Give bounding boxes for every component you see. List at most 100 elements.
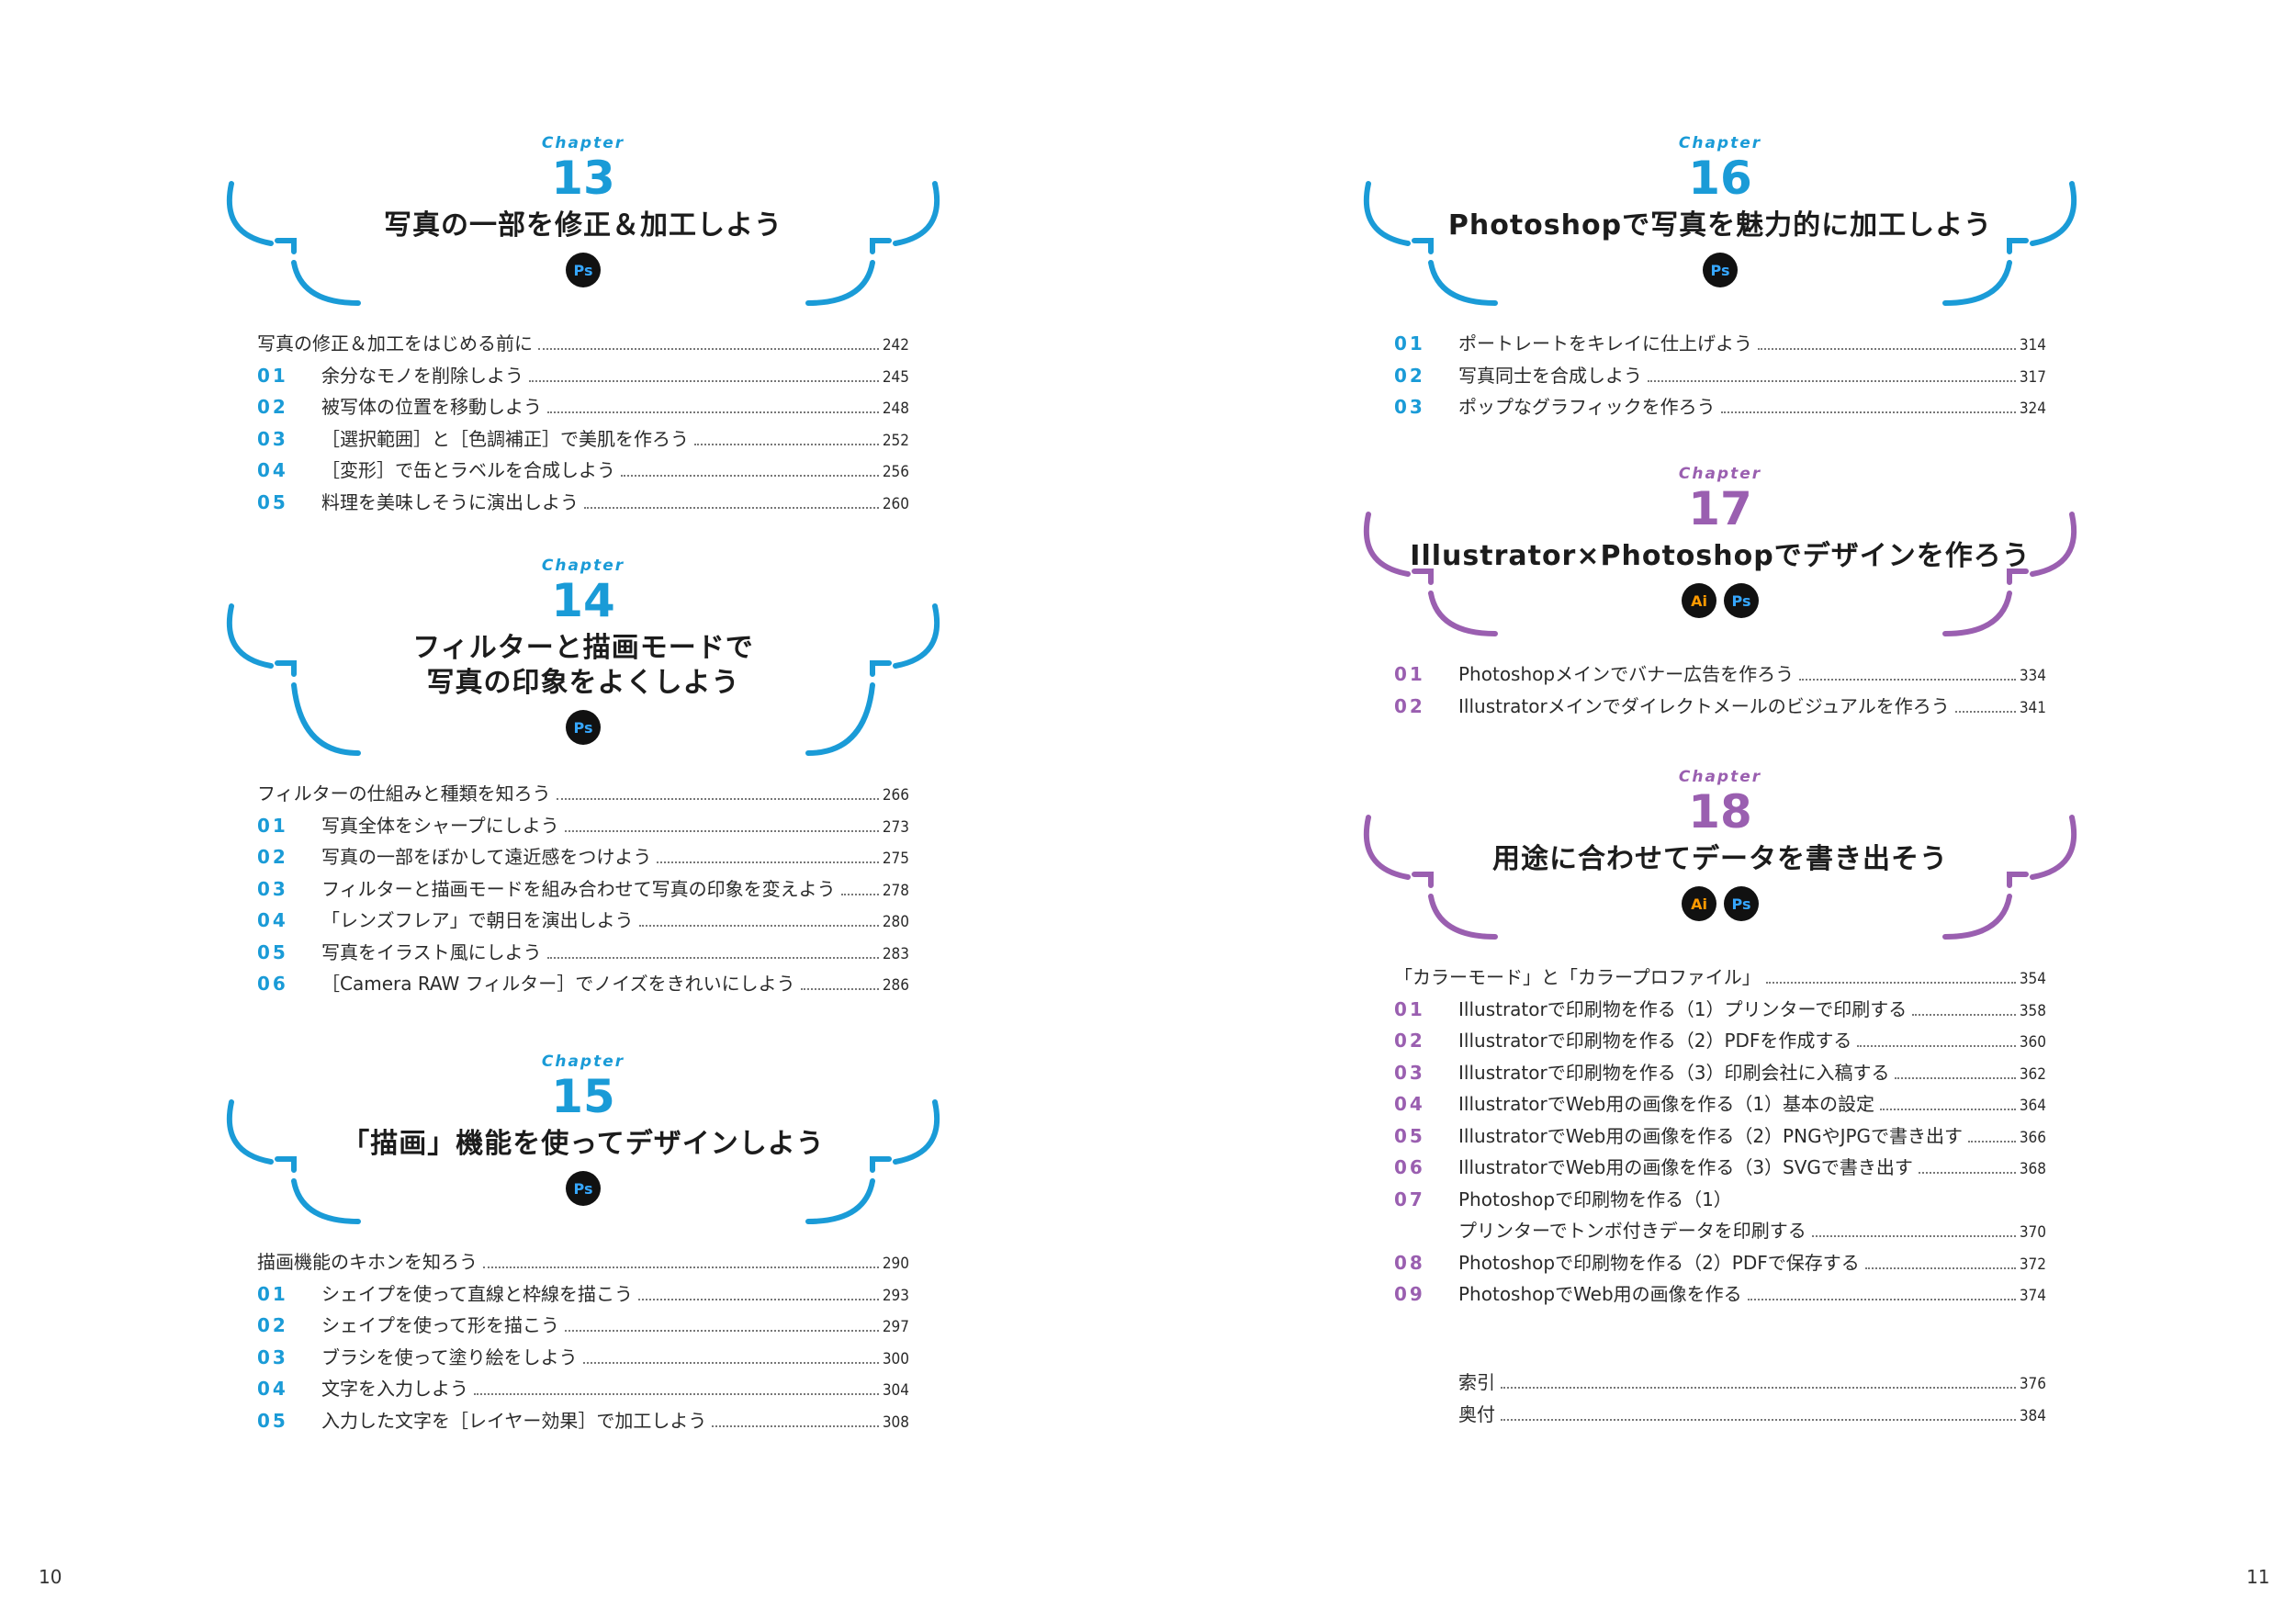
toc-entry[interactable]: 「カラーモード」と「カラープロファイル」354: [1394, 962, 2046, 994]
dot-leader: [657, 861, 879, 863]
toc-entry-page: 304: [882, 1381, 909, 1400]
toc-entry-page: 372: [2019, 1255, 2046, 1274]
toc-entry-number: 02: [1394, 694, 1425, 717]
toc-entry-title: IllustratorでWeb用の画像を作る（3）SVGで書き出す: [1458, 1156, 1913, 1178]
dot-leader: [1857, 1045, 2016, 1047]
app-badges: Ps: [220, 1171, 946, 1206]
dot-leader: [547, 411, 879, 413]
toc-entry-number: 03: [257, 427, 288, 450]
dot-leader: [694, 443, 879, 445]
toc-entry-number: 02: [257, 846, 288, 868]
toc-entry-title: Photoshopで印刷物を作る（1）: [1458, 1188, 1732, 1210]
chapter-title: 「描画」機能を使ってデザインしよう: [342, 1128, 825, 1160]
toc-entry[interactable]: 05 写真をイラスト風にしよう 283: [257, 937, 909, 969]
toc-entry-page: 314: [2019, 336, 2046, 355]
illustrator-badge-icon: Ai: [1682, 886, 1716, 921]
toc-entry-number: 01: [1394, 663, 1425, 685]
toc-entry-number: 03: [1394, 1061, 1425, 1084]
dot-leader: [638, 925, 879, 927]
toc-entry-page: 354: [2019, 970, 2046, 988]
dot-leader: [1501, 1418, 2016, 1421]
toc-entry-page: 374: [2019, 1287, 2046, 1305]
toc-entry-title: Illustratorメインでダイレクトメールのビジュアルを作ろう: [1458, 694, 1950, 717]
toc-entry-page: 273: [882, 817, 909, 837]
dot-leader: [584, 506, 879, 509]
toc-entry-title: 写真をイラスト風にしよう: [321, 940, 542, 963]
toc-entry-title: ［選択範囲］と［色調補正］で美肌を作ろう: [321, 427, 689, 450]
toc-entry-number: 05: [1394, 1124, 1425, 1147]
toc-entry-number: 08: [1394, 1251, 1425, 1274]
toc-entry-title: IllustratorでWeb用の画像を作る（2）PNGやJPGで書き出す: [1458, 1124, 1964, 1147]
dot-leader: [546, 956, 879, 959]
toc-entry-number: 02: [257, 1314, 288, 1336]
toc-entry-page: 242: [882, 336, 909, 355]
toc-entry[interactable]: 07 Photoshopで印刷物を作る（1）: [1394, 1184, 2046, 1216]
toc-entry-page: 283: [882, 944, 909, 963]
toc-entry-title: 文字を入力しよう: [321, 1378, 468, 1400]
dot-leader: [1648, 379, 2016, 382]
toc-entry-number: 06: [1394, 1156, 1425, 1178]
app-badges: Ps: [1357, 253, 2083, 287]
chapter-label: Chapter: [541, 1053, 625, 1071]
toc-entry-page: 286: [882, 976, 909, 995]
chapter-number: 17: [1688, 482, 1752, 535]
toc-entry-page: 260: [882, 494, 909, 513]
toc-entry-title: Illustratorで印刷物を作る（2）PDFを作成する: [1458, 1030, 1852, 1052]
dot-leader: [1864, 1266, 2016, 1269]
dot-leader: [1918, 1172, 2016, 1174]
toc-entry-number: 07: [1394, 1188, 1425, 1210]
chapter-label: Chapter: [541, 134, 625, 152]
toc-entry-number: 05: [257, 940, 288, 963]
toc-entry-title: ［Camera RAW フィルター］でノイズをきれいにしよう: [321, 973, 795, 995]
toc-entry-number: 09: [1394, 1283, 1425, 1305]
toc-entry-number: 03: [1394, 396, 1425, 418]
photoshop-badge-icon: Ps: [1724, 886, 1759, 921]
toc-entry-page: 278: [882, 881, 909, 900]
toc-entry-number: 01: [257, 1282, 288, 1305]
toc-entry-page: 256: [882, 463, 909, 481]
toc-entry-number: 01: [1394, 332, 1425, 355]
toc-entry-page: 266: [882, 786, 909, 805]
